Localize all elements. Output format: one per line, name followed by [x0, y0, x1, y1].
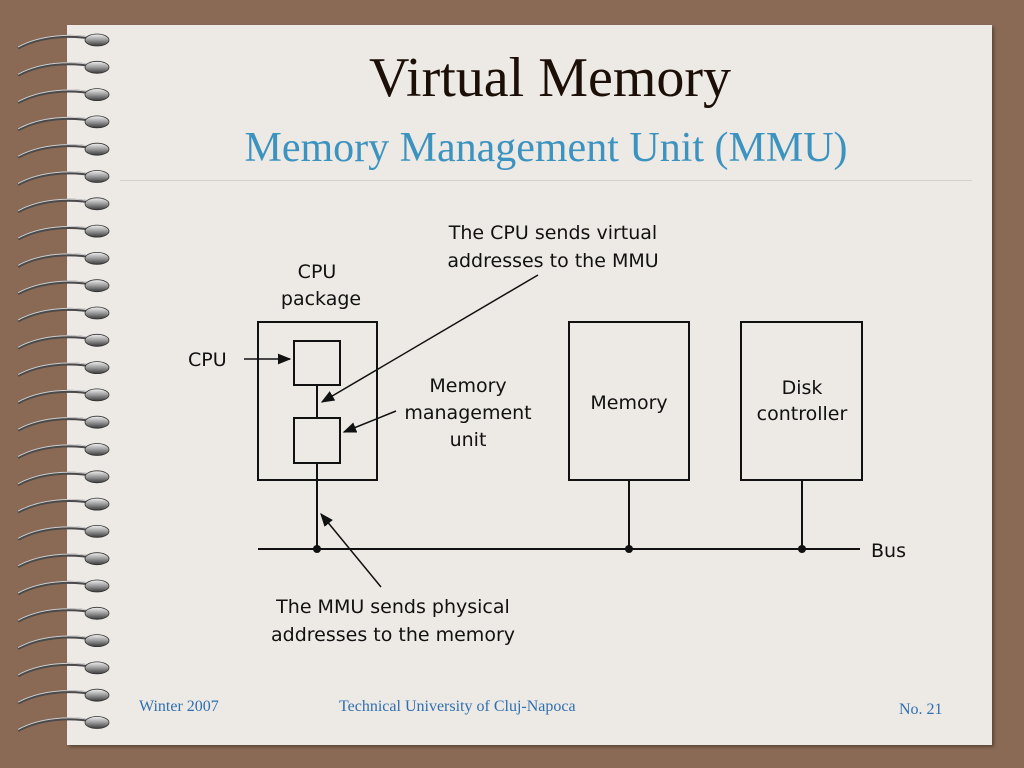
mmu-label-line1: Memory: [429, 375, 506, 397]
spiral-coil-loop: [84, 443, 110, 456]
footer-slide-number: No. 21: [899, 701, 943, 718]
cpu-box: [293, 340, 341, 386]
physical-address-arrow: [320, 512, 382, 588]
spiral-coil-loop: [84, 279, 110, 293]
spiral-coil-loop: [84, 361, 110, 375]
footer-date: Winter 2007: [139, 698, 219, 715]
spiral-coil-loop: [84, 415, 110, 429]
spiral-coil-loop: [84, 170, 110, 183]
spiral-coil-loop: [84, 333, 110, 347]
bus-junction-mmu: [313, 545, 321, 553]
cpu-label: CPU: [188, 349, 227, 371]
mmu-label-arrow: [342, 410, 397, 433]
disk-controller-box: [740, 321, 863, 481]
disk-label-line2: controller: [757, 403, 848, 425]
spiral-coil-loop: [84, 33, 110, 47]
bus-junction-memory: [625, 545, 633, 553]
spiral-coil-loop: [84, 634, 110, 647]
memory-label: Memory: [590, 392, 667, 414]
slide-subtitle: Memory Management Unit (MMU): [244, 125, 848, 171]
spiral-coil-loop: [84, 552, 110, 566]
spiral-coil-loop: [84, 142, 110, 156]
spiral-coil-loop: [84, 88, 110, 101]
spiral-coil-loop: [84, 470, 110, 484]
cpu-package-label-line1: CPU: [298, 261, 337, 283]
physical-note-line1: The MMU sends physical: [275, 596, 510, 618]
spiral-coil-loop: [84, 716, 110, 729]
spiral-coil-loop: [84, 606, 110, 620]
spiral-coil-loop: [84, 525, 110, 538]
spiral-coil-loop: [84, 60, 110, 74]
physical-note-line2: addresses to the memory: [271, 624, 515, 646]
spiral-coil-loop: [84, 388, 110, 402]
mmu-box: [293, 417, 341, 464]
spiral-coil-loop: [84, 197, 110, 211]
virtual-address-arrow: [320, 274, 539, 403]
virtual-note-line2: addresses to the MMU: [447, 250, 658, 272]
disk-label-line1: Disk: [782, 377, 823, 399]
spiral-coil-loop: [84, 251, 110, 265]
bus-label: Bus: [871, 540, 906, 562]
bus-junction-disk: [798, 545, 806, 553]
spiral-binding: [17, 33, 110, 732]
title-divider: [120, 180, 972, 181]
spiral-coil-loop: [84, 497, 110, 511]
spiral-coil-loop: [84, 688, 110, 702]
spiral-coil-loop: [84, 579, 110, 593]
spiral-coil-loop: [84, 661, 110, 675]
cpu-package-label-line2: package: [281, 288, 361, 310]
spiral-coil-loop: [84, 224, 110, 238]
mmu-label-line3: unit: [450, 429, 487, 451]
footer-institution: Technical University of Cluj-Napoca: [339, 698, 576, 715]
mmu-label-line2: management: [404, 402, 531, 424]
spiral-coil-loop: [84, 115, 110, 129]
virtual-note-line1: The CPU sends virtual: [448, 222, 657, 244]
spiral-coil-loop: [84, 306, 110, 320]
slide-title: Virtual Memory: [368, 47, 732, 109]
slide-page: [67, 25, 992, 745]
